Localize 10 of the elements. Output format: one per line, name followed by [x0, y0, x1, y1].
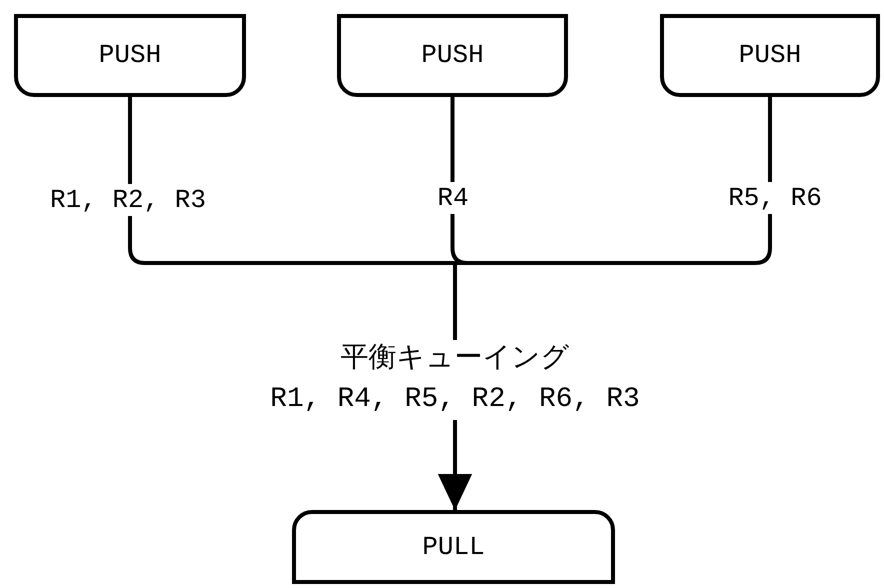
box-label: PUSH: [738, 39, 802, 72]
push-box: [14, 14, 246, 97]
trunk-label: R1, R4, R5, R2, R6, R3: [270, 383, 640, 417]
trunk-title: 平衡キューイング: [340, 342, 570, 377]
box-label: PUSH: [421, 39, 484, 72]
box-label: PULL: [422, 530, 485, 564]
push-box: [660, 14, 880, 97]
box-label: PUSH: [98, 39, 162, 72]
push-box: [337, 14, 568, 97]
pull-box: [292, 510, 615, 584]
